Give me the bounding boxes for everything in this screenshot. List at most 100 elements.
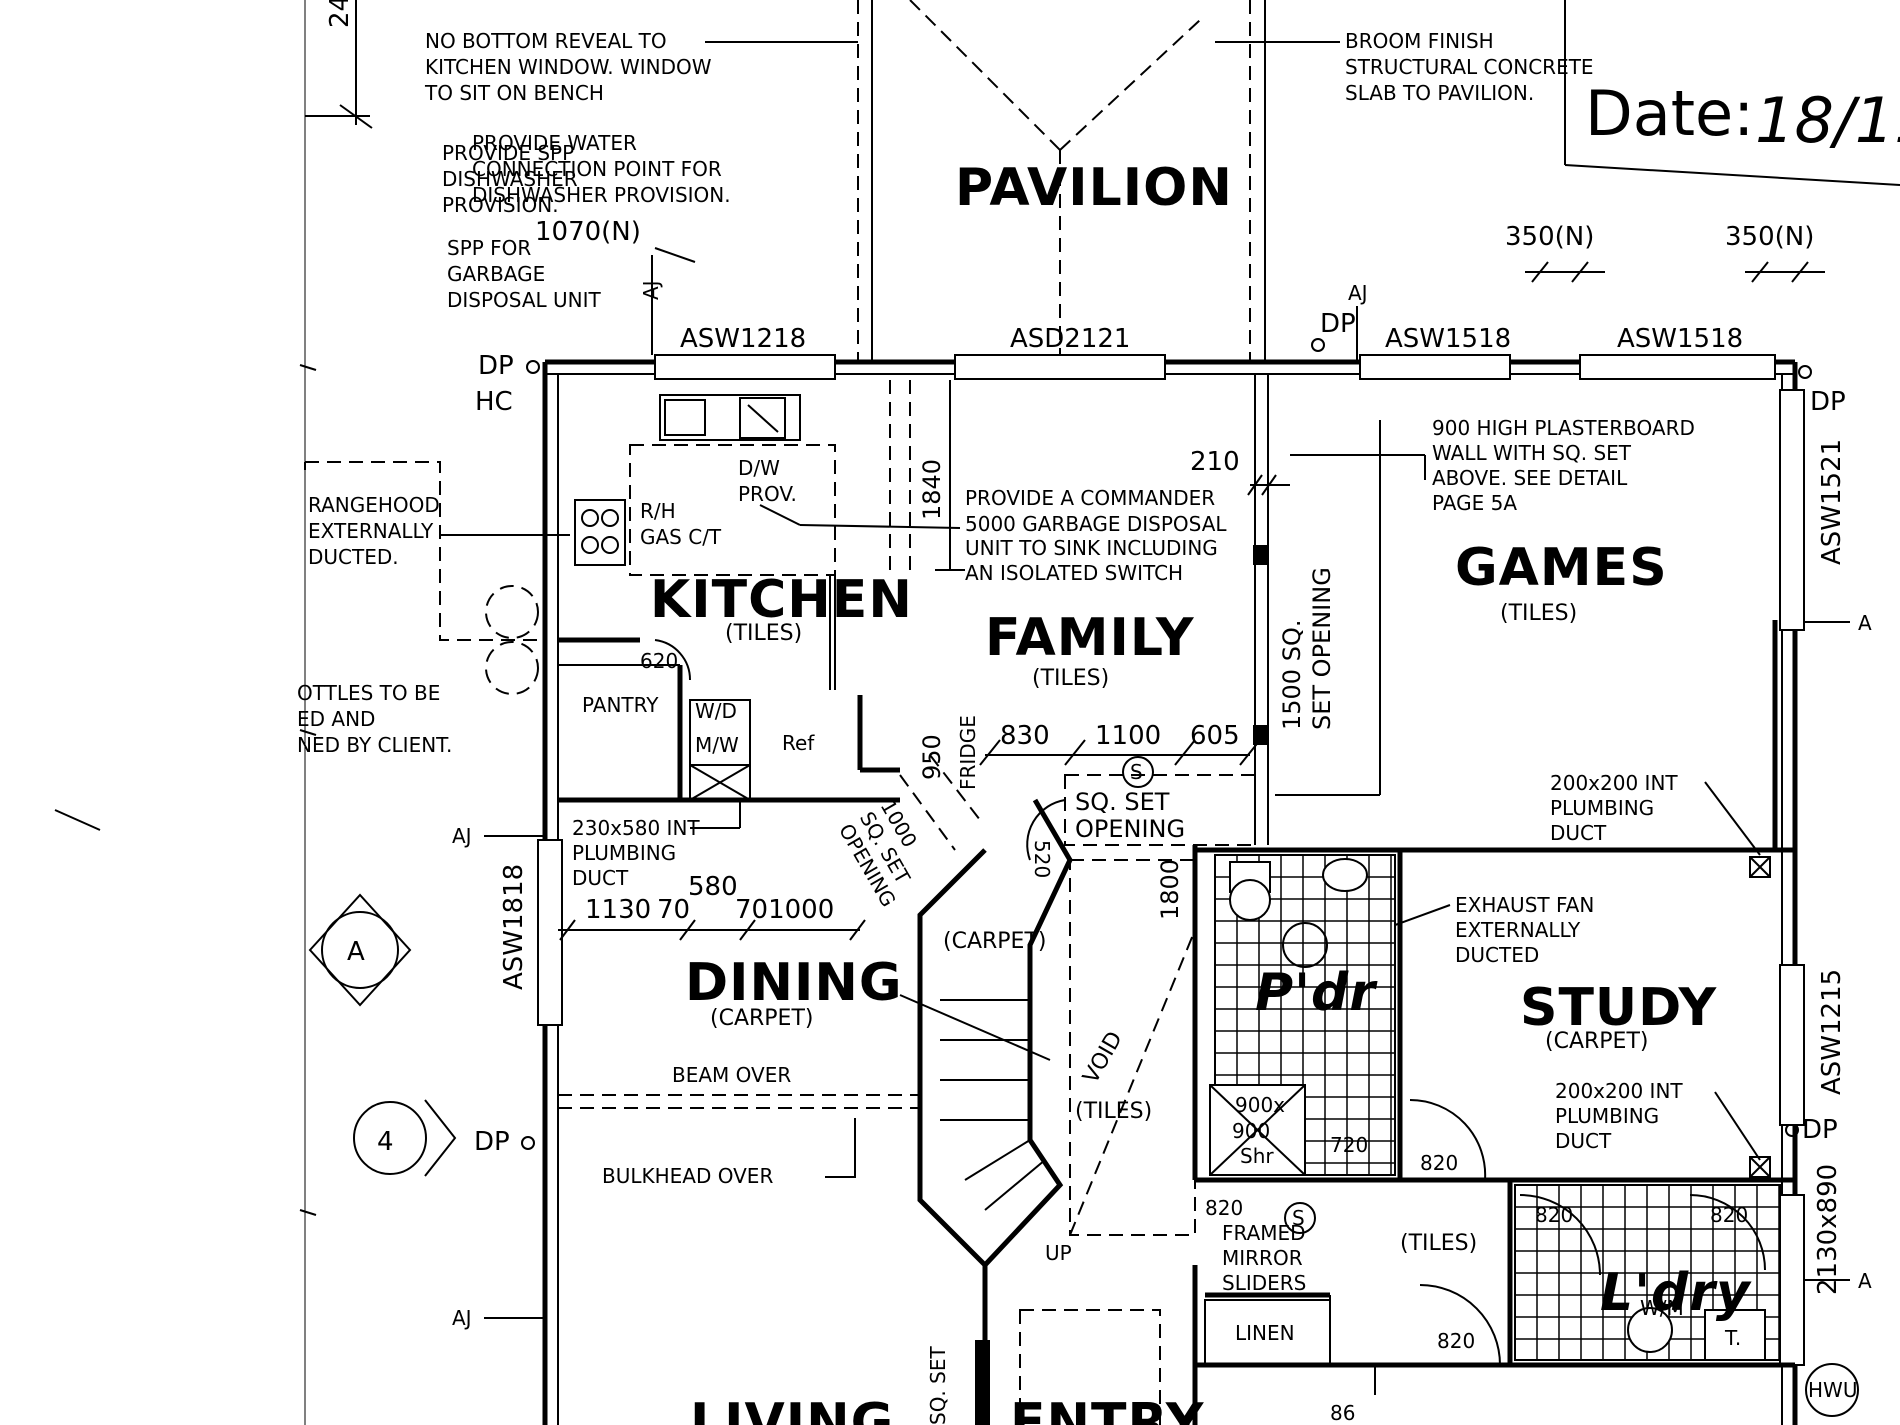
- note-bulkhead-over: BULKHEAD OVER: [602, 1164, 773, 1188]
- hc-label: HC: [475, 387, 513, 417]
- room-label-living: LIVING: [690, 1393, 894, 1425]
- room-label-pavilion: PAVILION: [955, 158, 1233, 218]
- dimension-820-study: 820: [1420, 1151, 1458, 1175]
- dimension-580: 580: [688, 872, 738, 902]
- room-label-games: GAMES: [1455, 538, 1668, 598]
- dining-dim-line: [558, 919, 866, 941]
- hwu-label: HWU: [1808, 1378, 1857, 1402]
- dimension-24: [305, 0, 373, 129]
- note-rh-gas: R/H GAS C/T: [640, 499, 722, 549]
- dimension-350-a: 350(N): [1505, 222, 1594, 252]
- leader-duct-bottom: [1714, 1091, 1761, 1161]
- dimension-1800: 1800: [1156, 859, 1184, 920]
- leader-exhaust: [1394, 904, 1451, 926]
- dimension-1100: 1100: [1095, 721, 1161, 751]
- dimension-820-hall: 820: [1205, 1196, 1243, 1220]
- family-dim-line: [979, 739, 1261, 766]
- ldry-tub: T.: [1724, 1326, 1741, 1350]
- door-swing-study: [1409, 1098, 1487, 1181]
- rangehood-duct: [304, 461, 570, 695]
- dimension-1130: 1130: [585, 895, 651, 925]
- room-finish-kitchen: (TILES): [725, 621, 802, 646]
- dimension-210-line: [1247, 474, 1290, 496]
- void-outline: [1069, 859, 1196, 1236]
- pantry-walls: [558, 637, 900, 803]
- section-marker-4-label: 4: [377, 1127, 394, 1157]
- note-duct-200-top: 200x200 INT PLUMBING DUCT: [1550, 771, 1684, 845]
- dimension-620: 620: [640, 649, 678, 673]
- note-sq-set-bottom: SQ. SET: [926, 1346, 950, 1425]
- dp-label-3: DP: [1810, 387, 1846, 417]
- appliance-wd: W/D: [695, 699, 737, 723]
- window-asd2121: ASD2121: [1010, 324, 1130, 354]
- dimension-1840-line: [935, 380, 965, 571]
- door-swing-hall: [1419, 1284, 1501, 1366]
- stair: [899, 754, 1073, 1425]
- note-no-reveal: NO BOTTOM REVEAL TO KITCHEN WINDOW. WIND…: [424, 29, 718, 105]
- label-fridge: FRIDGE: [956, 715, 980, 790]
- window-asw1215: ASW1215: [1817, 969, 1847, 1095]
- note-spp: SPP FOR GARBAGE DISPOSAL UNIT: [447, 236, 602, 312]
- room-label-kitchen: KITCHEN: [650, 570, 913, 630]
- leader-commander: [759, 504, 801, 526]
- room-finish-family: (TILES): [1032, 666, 1109, 691]
- note-rangehood: RANGEHOOD EXTERNALLY DUCTED.: [308, 493, 446, 569]
- aj-label-left-1: AJ: [452, 824, 472, 848]
- dimension-820-ldry-a: 820: [1535, 1203, 1573, 1227]
- dimension-210: 210: [1190, 447, 1240, 477]
- stair-symbol-s: [1122, 756, 1154, 788]
- note-broom-finish: BROOM FINISH STRUCTURAL CONCRETE SLAB TO…: [1345, 29, 1600, 105]
- window-asw1818: ASW1818: [499, 864, 529, 990]
- dimension-24-label: 24: [325, 0, 355, 28]
- dimension-1840: 1840: [918, 459, 946, 520]
- room-label-pdr: P'dr: [1255, 963, 1378, 1023]
- note-commander: PROVIDE A COMMANDER 5000 GARBAGE DISPOSA…: [965, 486, 1233, 585]
- ldry-fixtures: [1519, 1194, 1766, 1361]
- leader-commander-2: [799, 524, 961, 529]
- dimension-1070: 1070(N): [535, 217, 641, 247]
- windows-top: [537, 354, 1805, 1366]
- note-dw-prov: D/W PROV.: [738, 456, 797, 506]
- note-sq-set-opening: SQ. SET OPENING: [1075, 788, 1185, 843]
- room-label-linen: LINEN: [1235, 1321, 1295, 1345]
- aj-label-top-right: AJ: [1348, 281, 1368, 305]
- aj-label-left-2: AJ: [452, 1306, 472, 1330]
- dp-label-4: DP: [474, 1127, 510, 1157]
- date-value: 18/11: [1755, 84, 1900, 157]
- note-duct-200-bottom: 200x200 INT PLUMBING DUCT: [1555, 1079, 1689, 1153]
- dimension-820-ldry-b: 820: [1710, 1203, 1748, 1227]
- ldry-wm: W/M: [1640, 1296, 1684, 1320]
- entry-outline: [975, 1309, 1161, 1425]
- appliance-mw: M/W: [695, 733, 739, 757]
- hall-finish: (TILES): [1400, 1231, 1477, 1256]
- window-asw1518-b: ASW1518: [1617, 324, 1743, 354]
- section-marker-a-label: A: [347, 937, 365, 967]
- room-finish-study: (CARPET): [1545, 1029, 1648, 1054]
- dimension-86: 86: [1330, 1401, 1355, 1425]
- beam-line: [558, 1094, 920, 1109]
- note-beam-over: BEAM OVER: [672, 1063, 791, 1087]
- dimension-820-lower: 820: [1437, 1329, 1475, 1353]
- note-mirror: FRAMED MIRROR SLIDERS: [1222, 1221, 1312, 1295]
- room-finish-dining: (CARPET): [710, 1006, 813, 1031]
- stair-finish: (CARPET): [943, 929, 1046, 954]
- mirror-symbol-s: S: [1292, 1206, 1305, 1230]
- window-asw1518-a: ASW1518: [1385, 324, 1511, 354]
- dimension-520: 520: [1030, 840, 1054, 878]
- dp-label-1: DP: [478, 351, 514, 381]
- appliance-ref: Ref: [782, 731, 815, 755]
- stair-symbol-s-label: S: [1130, 760, 1143, 784]
- dimension-830: 830: [1000, 721, 1050, 751]
- door-swing-stair: [1026, 799, 1066, 861]
- leader-duct-top: [1704, 781, 1761, 856]
- leader-bulkhead: [825, 1118, 856, 1178]
- dimension-70: 70: [657, 895, 690, 925]
- aj-label-top-left: AJ: [639, 280, 663, 300]
- room-label-pantry: PANTRY: [582, 693, 659, 717]
- dp-label-2: DP: [1320, 309, 1356, 339]
- dimension-1070-line: [651, 247, 696, 355]
- room-label-ldry: L'dry: [1600, 1263, 1752, 1323]
- dimension-720: 720: [1330, 1133, 1368, 1157]
- note-water-connection: PROVIDE WATER CONNECTION POINT FOR DISHW…: [472, 131, 731, 207]
